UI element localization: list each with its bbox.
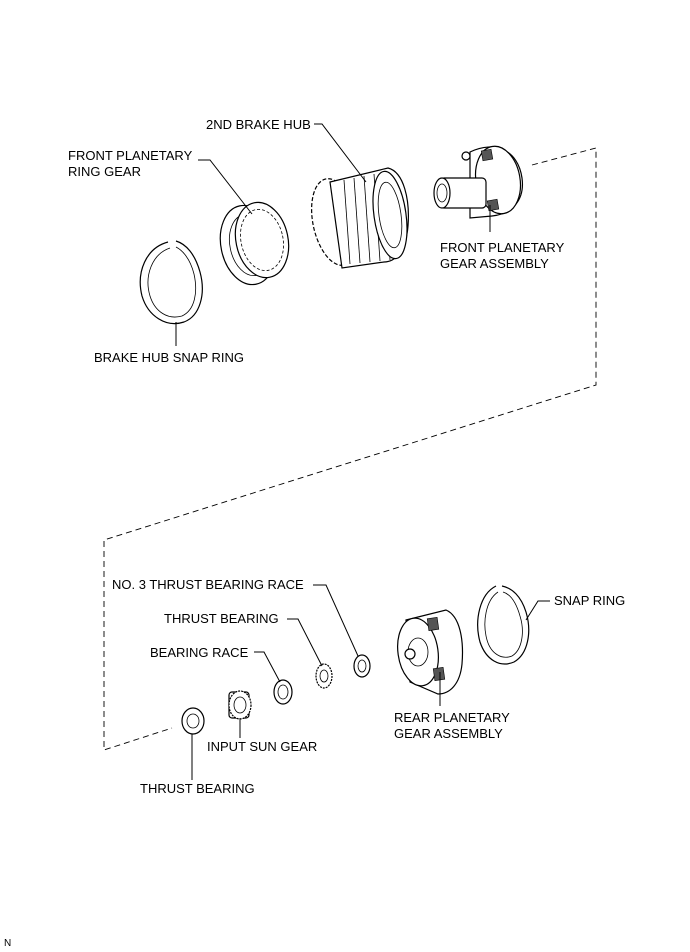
label-2nd-brake-hub: 2ND BRAKE HUB bbox=[206, 117, 311, 132]
label-rear-gear-assembly-2: GEAR ASSEMBLY bbox=[394, 726, 503, 741]
rear-snap-ring bbox=[477, 585, 530, 665]
label-input-sun-gear: INPUT SUN GEAR bbox=[207, 739, 317, 754]
leader-lines bbox=[175, 123, 550, 780]
input-sun-gear bbox=[228, 690, 252, 720]
label-no3-thrust-bearing-race: NO. 3 THRUST BEARING RACE bbox=[112, 577, 304, 592]
rear-planetary-gear-assembly bbox=[397, 609, 464, 695]
second-brake-hub bbox=[311, 167, 409, 269]
label-front-ring-gear-1: FRONT PLANETARY bbox=[68, 148, 193, 163]
bearing-race bbox=[273, 679, 293, 705]
label-thrust-bearing-upper: THRUST BEARING bbox=[164, 611, 279, 626]
brake-hub-snap-ring bbox=[139, 240, 203, 325]
corner-mark: N bbox=[4, 938, 11, 949]
label-front-gear-assembly-2: GEAR ASSEMBLY bbox=[440, 256, 549, 271]
label-snap-ring: SNAP RING bbox=[554, 593, 625, 608]
label-rear-gear-assembly-1: REAR PLANETARY bbox=[394, 710, 510, 725]
labels: 2ND BRAKE HUB FRONT PLANETARY RING GEAR … bbox=[4, 117, 625, 949]
no3-thrust-bearing-race bbox=[353, 654, 371, 678]
label-thrust-bearing-lower: THRUST BEARING bbox=[140, 781, 255, 796]
label-bearing-race: BEARING RACE bbox=[150, 645, 249, 660]
alignment-dashed-line bbox=[103, 147, 597, 751]
thrust-bearing-upper bbox=[315, 663, 333, 689]
front-planetary-ring-gear bbox=[219, 201, 290, 286]
label-front-gear-assembly-1: FRONT PLANETARY bbox=[440, 240, 565, 255]
label-front-ring-gear-2: RING GEAR bbox=[68, 164, 141, 179]
front-planetary-gear-assembly bbox=[433, 145, 523, 219]
thrust-bearing-lower bbox=[181, 707, 205, 735]
label-brake-hub-snap-ring: BRAKE HUB SNAP RING bbox=[94, 350, 244, 365]
